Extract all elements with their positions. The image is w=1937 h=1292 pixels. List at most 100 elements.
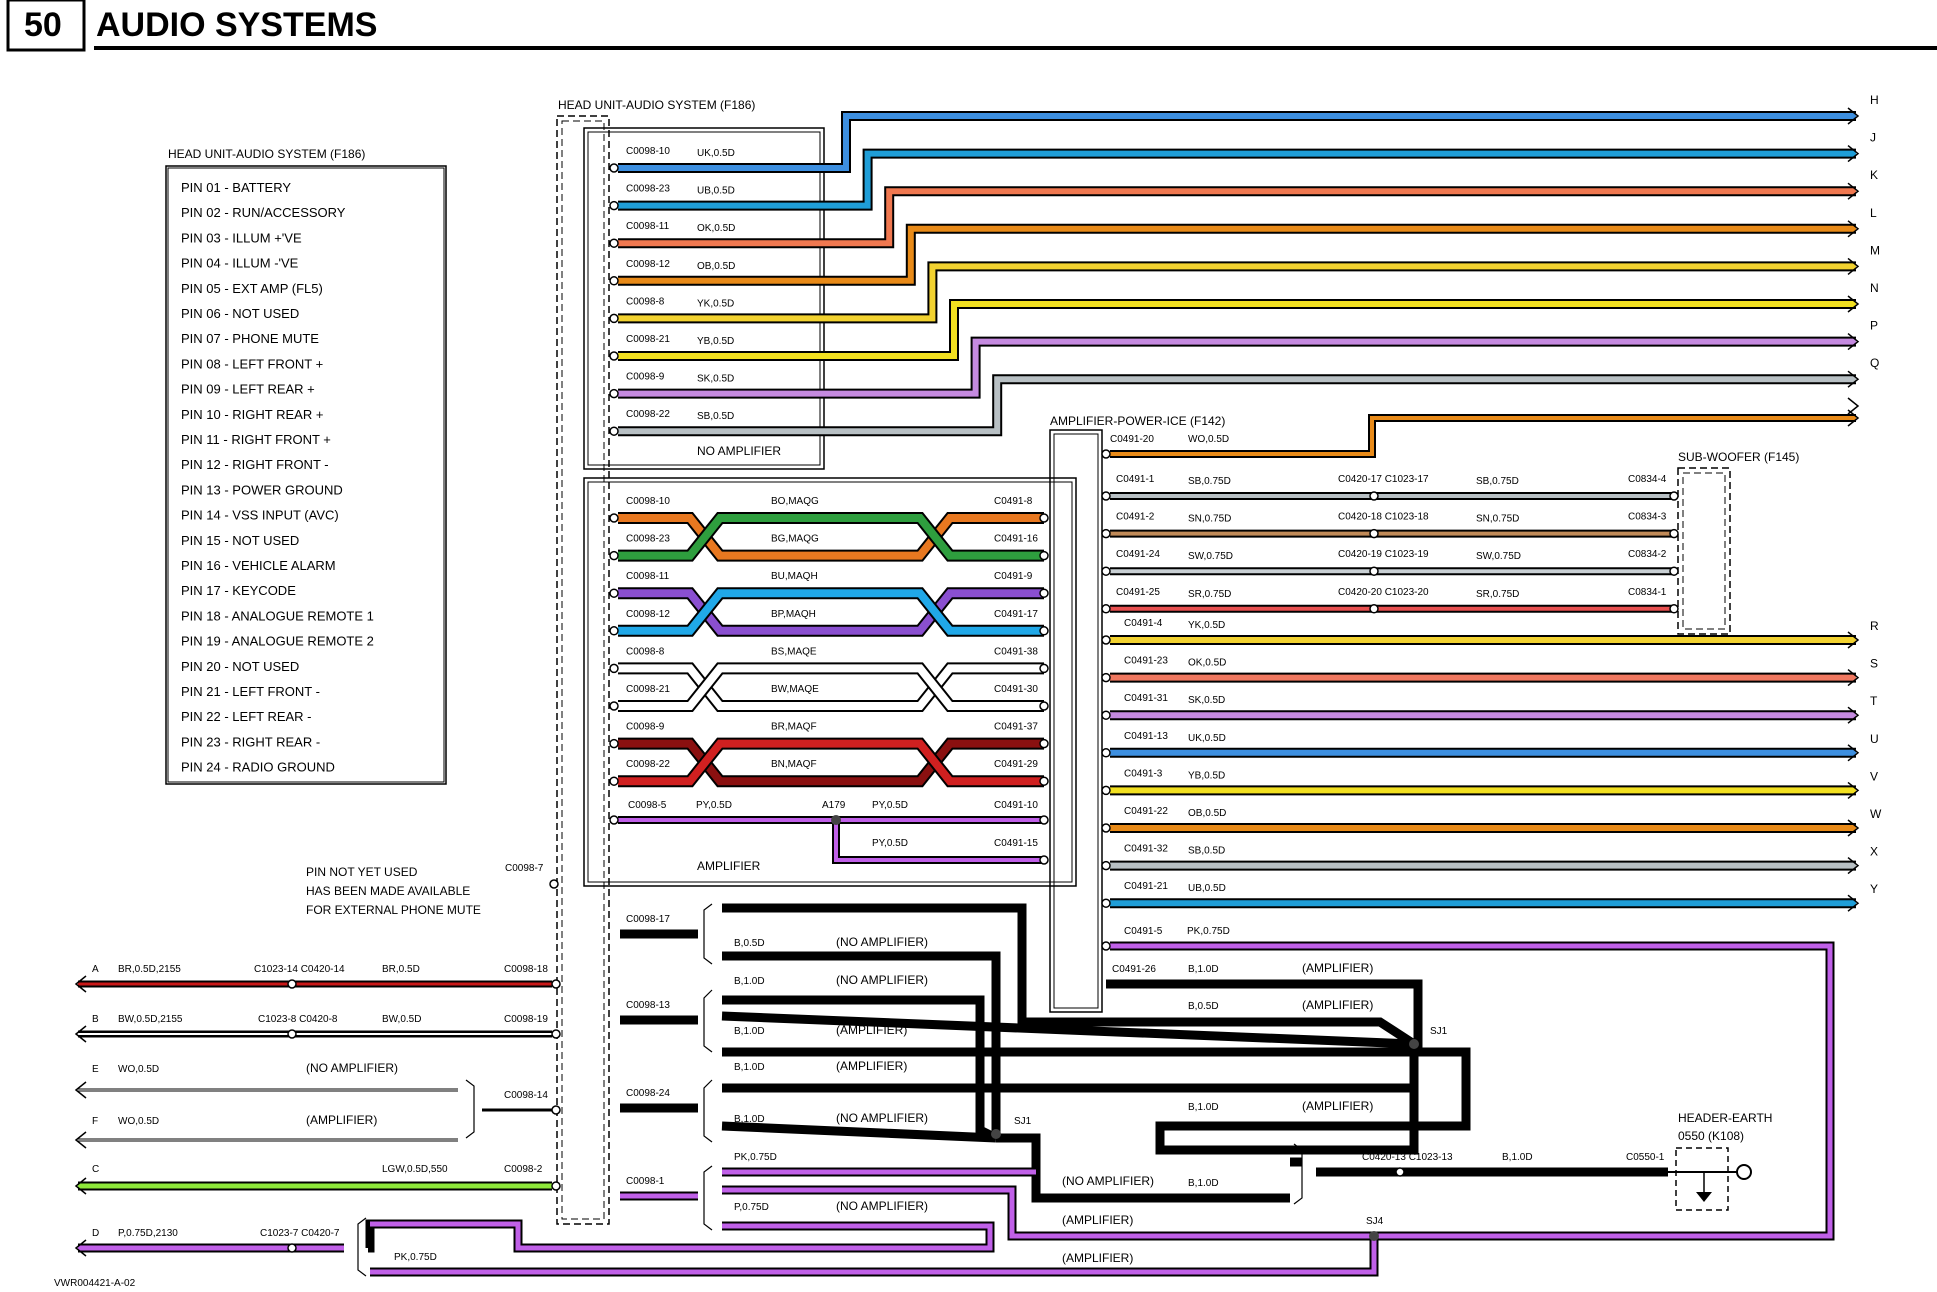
earth-spec-label: B,1.0D	[1502, 1152, 1533, 1163]
wire-d-spec: P,0.75D,2130	[118, 1228, 178, 1239]
wire-ef-pin: C0098-14	[504, 1090, 548, 1101]
no-amp-note-2: (NO AMPLIFIER)	[836, 935, 928, 949]
pin-item-7: PIN 07 - PHONE MUTE	[181, 331, 319, 346]
ground-wires	[620, 903, 1668, 1203]
right-pin-6: C0491-32	[1124, 844, 1168, 855]
sub-mid-3: C0420-20 C1023-20	[1338, 587, 1429, 598]
splice-a179	[831, 815, 841, 825]
wire-f-note: (AMPLIFIER)	[306, 1113, 377, 1127]
connector-c0098-7: C0098-7	[505, 863, 544, 874]
amp-py-spec2: PY,0.5D	[872, 800, 908, 811]
pin-item-11: PIN 11 - RIGHT FRONT +	[181, 432, 331, 447]
wire-b-spec: BW,0.5D,2155	[118, 1014, 183, 1025]
earth-connector-label: C0420-13 C1023-13	[1362, 1152, 1453, 1163]
amp-note-5: (AMPLIFIER)	[1062, 1251, 1133, 1265]
pin-item-21: PIN 21 - LEFT FRONT -	[181, 684, 320, 699]
b05-label-1: B,0.5D	[1188, 1001, 1219, 1012]
pin-item-15: PIN 15 - NOT USED	[181, 533, 299, 548]
wire-c-letter: C	[92, 1164, 99, 1175]
pin-item-5: PIN 05 - EXT AMP (FL5)	[181, 281, 323, 296]
phone-mute-note: PIN NOT YET USED HAS BEEN MADE AVAILABLE…	[306, 865, 481, 917]
pin-item-16: PIN 16 - VEHICLE ALARM	[181, 558, 336, 573]
sub-left-1: C0491-2	[1116, 512, 1155, 523]
pin-box-title: HEAD UNIT-AUDIO SYSTEM (F186)	[168, 147, 365, 161]
wire-d-connector: C1023-7 C0420-7	[260, 1228, 340, 1239]
wire-a-connector: C1023-14 C0420-14	[254, 964, 345, 975]
pin-item-17: PIN 17 - KEYCODE	[181, 583, 296, 598]
top-wire-spec-4: YK,0.5D	[697, 298, 734, 309]
b10-label-1: B,1.0D	[1188, 964, 1219, 975]
amp-left-5: C0098-21	[626, 684, 670, 695]
sj4-label: SJ4	[1366, 1216, 1384, 1227]
amp-py-left: C0098-5	[628, 800, 667, 811]
pin-item-22: PIN 22 - LEFT REAR -	[181, 709, 312, 724]
right-spec-7: UB,0.5D	[1188, 883, 1226, 894]
right-pin-5: C0491-22	[1124, 806, 1168, 817]
top-wire-end-H: H	[1870, 93, 1879, 107]
pin-item-20: PIN 20 - NOT USED	[181, 659, 299, 674]
pin-item-4: PIN 04 - ILLUM -'VE	[181, 256, 299, 271]
sub-spec2-2: SW,0.75D	[1476, 551, 1521, 562]
amp-wire-0	[618, 512, 1044, 562]
amp-right-1: C0491-16	[994, 534, 1038, 545]
wire-b-pin: C0098-19	[504, 1014, 548, 1025]
amp-spec-5: BW,MAQE	[771, 684, 819, 695]
top-wire-spec-5: YB,0.5D	[697, 336, 734, 347]
amp-spec-4: BS,MAQE	[771, 646, 817, 657]
header-earth-title: HEADER-EARTH	[1678, 1111, 1772, 1125]
wire-b-spec2: BW,0.5D	[382, 1014, 421, 1025]
b10-label-7: B,1.0D	[734, 1114, 765, 1125]
amp-note-4: (AMPLIFIER)	[1062, 1213, 1133, 1227]
pk-spec-label: PK,0.75D	[1187, 926, 1230, 937]
c0098-24-label: C0098-24	[626, 1088, 670, 1099]
phone-note-line-3: FOR EXTERNAL PHONE MUTE	[306, 903, 481, 917]
right-end-U: U	[1870, 732, 1879, 746]
amp-right-2: C0491-9	[994, 571, 1033, 582]
b10-label-4: B,1.0D	[734, 976, 765, 987]
top-wire-pin-2: C0098-11	[626, 221, 670, 232]
amp-wire-6	[618, 737, 1044, 788]
right-end-W: W	[1870, 807, 1882, 821]
wire-d-letter: D	[92, 1228, 99, 1239]
top-wire-pin-6: C0098-9	[626, 372, 665, 383]
amp-spec-2: BU,MAQH	[771, 571, 818, 582]
wire-e-spec: WO,0.5D	[118, 1064, 159, 1075]
pin-item-12: PIN 12 - RIGHT FRONT -	[181, 457, 329, 472]
top-wire-end-L: L	[1870, 206, 1877, 220]
amp-py-spec: PY,0.5D	[696, 800, 732, 811]
pin-item-13: PIN 13 - POWER GROUND	[181, 482, 343, 497]
amp-py-splice: A179	[822, 800, 846, 811]
c0098-17-label: C0098-17	[626, 914, 670, 925]
pin-item-23: PIN 23 - RIGHT REAR -	[181, 734, 320, 749]
wire-a-letter: A	[92, 964, 99, 975]
sub-mid-1: C0420-18 C1023-18	[1338, 512, 1429, 523]
top-wire-spec-6: SK,0.5D	[697, 374, 734, 385]
no-amp-note-1: (NO AMPLIFIER)	[1062, 1174, 1154, 1188]
top-wire-pin-5: C0098-21	[626, 334, 670, 345]
wire-a-spec: BR,0.5D,2155	[118, 964, 181, 975]
pin-item-18: PIN 18 - ANALOGUE REMOTE 1	[181, 608, 374, 623]
amp-spec-0: BO,MAQG	[771, 496, 819, 507]
amp-wire-7	[618, 737, 1044, 788]
sub-woofer-title: SUB-WOOFER (F145)	[1678, 450, 1799, 464]
right-spec-1: OK,0.5D	[1188, 658, 1226, 669]
wire-b-letter: B	[92, 1014, 99, 1025]
amp-spec-6: BR,MAQF	[771, 722, 817, 733]
wire-c-spec: LGW,0.5D,550	[382, 1164, 448, 1175]
top-wire-end-K: K	[1870, 168, 1878, 182]
b10-label-2: B,1.0D	[1188, 1102, 1219, 1113]
amp-left-6: C0098-9	[626, 722, 665, 733]
wire-a-pin: C0098-18	[504, 964, 548, 975]
no-amp-note-3: (NO AMPLIFIER)	[836, 973, 928, 987]
amp-wire-5	[618, 662, 1044, 712]
right-pin-7: C0491-21	[1124, 881, 1168, 892]
right-end-R: R	[1870, 619, 1879, 633]
sub-right-0: C0834-4	[1628, 474, 1667, 485]
amplifier-power-title: AMPLIFIER-POWER-ICE (F142)	[1050, 414, 1225, 428]
amp-wire-3	[618, 587, 1044, 637]
ground-symbol-icon	[1696, 1192, 1712, 1202]
amp-note-6: (AMPLIFIER)	[836, 1023, 907, 1037]
sub-right-1: C0834-3	[1628, 512, 1667, 523]
